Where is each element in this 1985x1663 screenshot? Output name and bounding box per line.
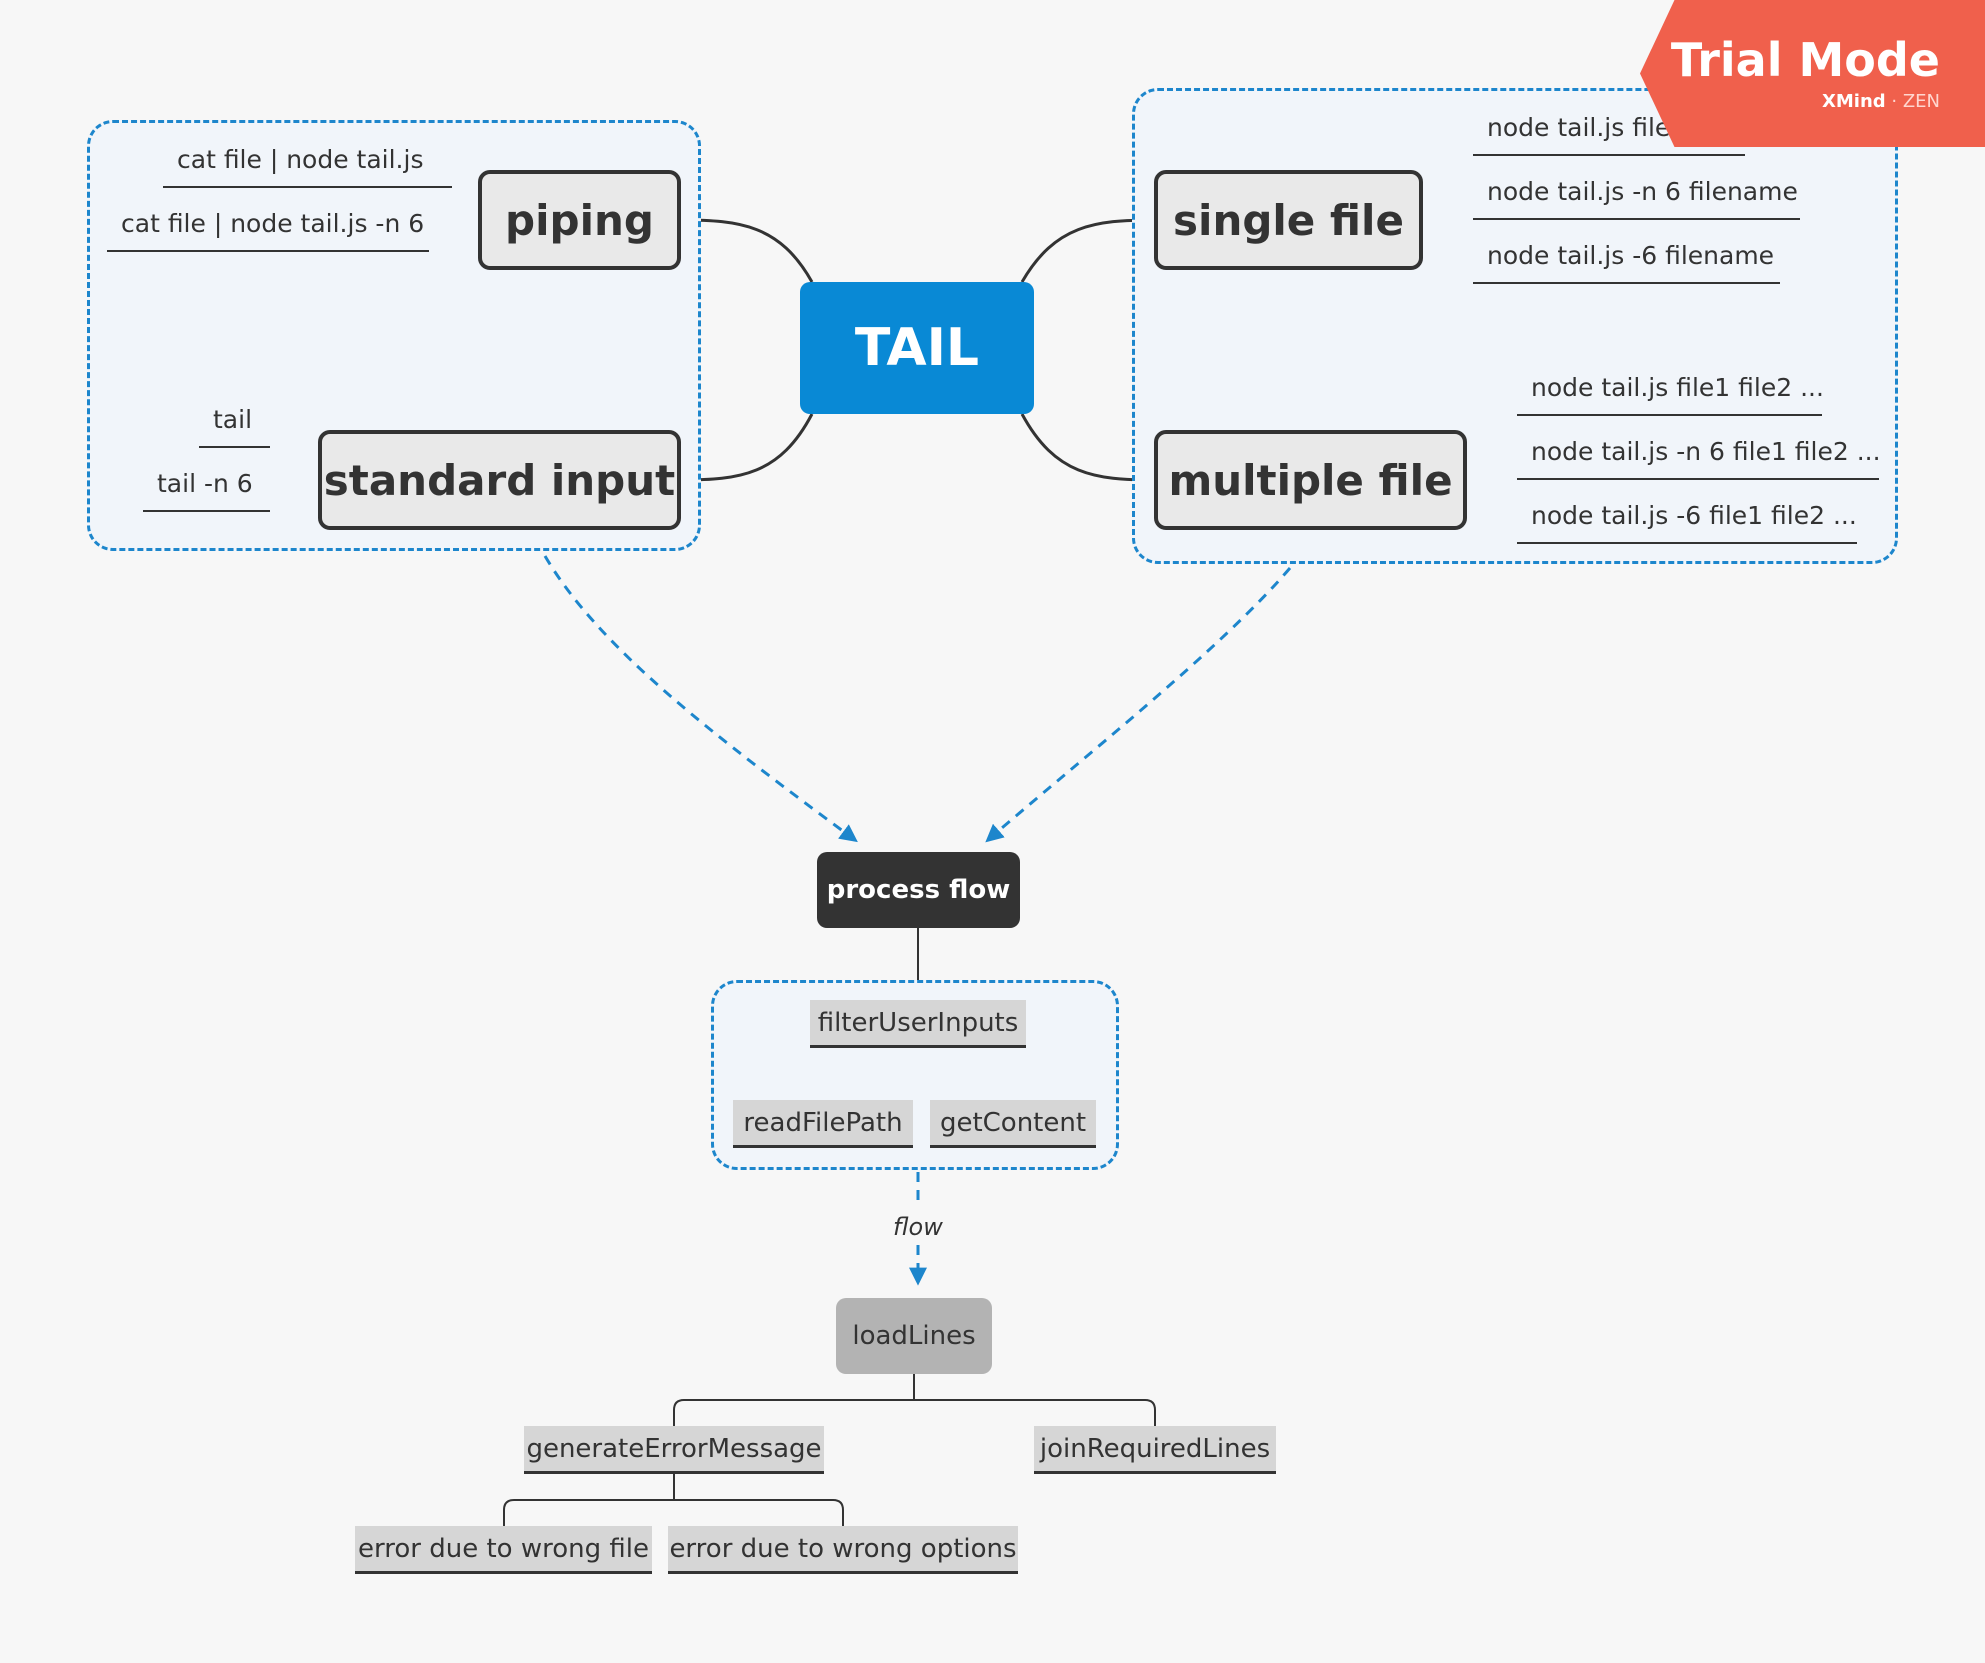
leaf-underline <box>1517 542 1857 544</box>
connector-load-children <box>673 1399 1156 1426</box>
leaf-stdin-1[interactable]: tail <box>213 405 253 434</box>
brand-separator: · <box>1885 91 1903 112</box>
leaf-multiple-2[interactable]: node tail.js -n 6 file1 file2 ... <box>1531 437 1881 466</box>
brand-edition: ZEN <box>1902 91 1940 112</box>
trial-mode-brand: XMind · ZEN <box>1822 91 1940 112</box>
leaf-single-2[interactable]: node tail.js -n 6 filename <box>1487 177 1798 206</box>
topic-process-flow[interactable]: process flow <box>817 852 1020 928</box>
topic-multiple-file[interactable]: multiple file <box>1154 430 1467 530</box>
leaf-piping-2[interactable]: cat file | node tail.js -n 6 <box>121 209 425 238</box>
topic-load-lines[interactable]: loadLines <box>836 1298 992 1374</box>
leaf-underline <box>1473 154 1745 156</box>
leaf-underline <box>1473 218 1800 220</box>
leaf-underline <box>1517 414 1822 416</box>
leaf-stdin-2[interactable]: tail -n 6 <box>157 469 253 498</box>
trial-mode-title: Trial Mode <box>1670 33 1940 87</box>
leaf-underline <box>199 446 270 448</box>
node-join-required-lines[interactable]: joinRequiredLines <box>1034 1426 1276 1474</box>
leaf-underline <box>163 186 452 188</box>
leaf-underline <box>107 250 429 252</box>
node-get-content[interactable]: getContent <box>930 1100 1096 1148</box>
leaf-multiple-3[interactable]: node tail.js -6 file1 file2 ... <box>1531 501 1857 530</box>
leaf-single-3[interactable]: node tail.js -6 filename <box>1487 241 1775 270</box>
connector-error-children <box>503 1499 844 1526</box>
node-read-file-path[interactable]: readFilePath <box>733 1100 913 1148</box>
leaf-underline <box>1517 478 1879 480</box>
topic-standard-input[interactable]: standard input <box>318 430 681 530</box>
brand-name: XMind <box>1821 91 1886 112</box>
node-error-wrong-options[interactable]: error due to wrong options <box>668 1526 1018 1574</box>
leaf-multiple-1[interactable]: node tail.js file1 file2 ... <box>1531 373 1824 402</box>
topic-piping[interactable]: piping <box>478 170 681 270</box>
relationship-left-to-process <box>543 555 858 843</box>
leaf-underline <box>143 510 270 512</box>
leaf-piping-1[interactable]: cat file | node tail.js <box>177 145 424 174</box>
node-filter-user-inputs[interactable]: filterUserInputs <box>810 1000 1026 1048</box>
topic-single-file[interactable]: single file <box>1154 170 1423 270</box>
node-error-wrong-file[interactable]: error due to wrong file <box>355 1526 652 1574</box>
node-generate-error-message[interactable]: generateErrorMessage <box>524 1426 824 1474</box>
relationship-label-flow: flow <box>893 1213 943 1241</box>
central-topic[interactable]: TAIL <box>800 282 1034 414</box>
leaf-underline <box>1473 282 1780 284</box>
trial-mode-badge: Trial Mode XMind · ZEN <box>1640 0 1985 147</box>
relationship-right-to-process <box>985 567 1292 843</box>
